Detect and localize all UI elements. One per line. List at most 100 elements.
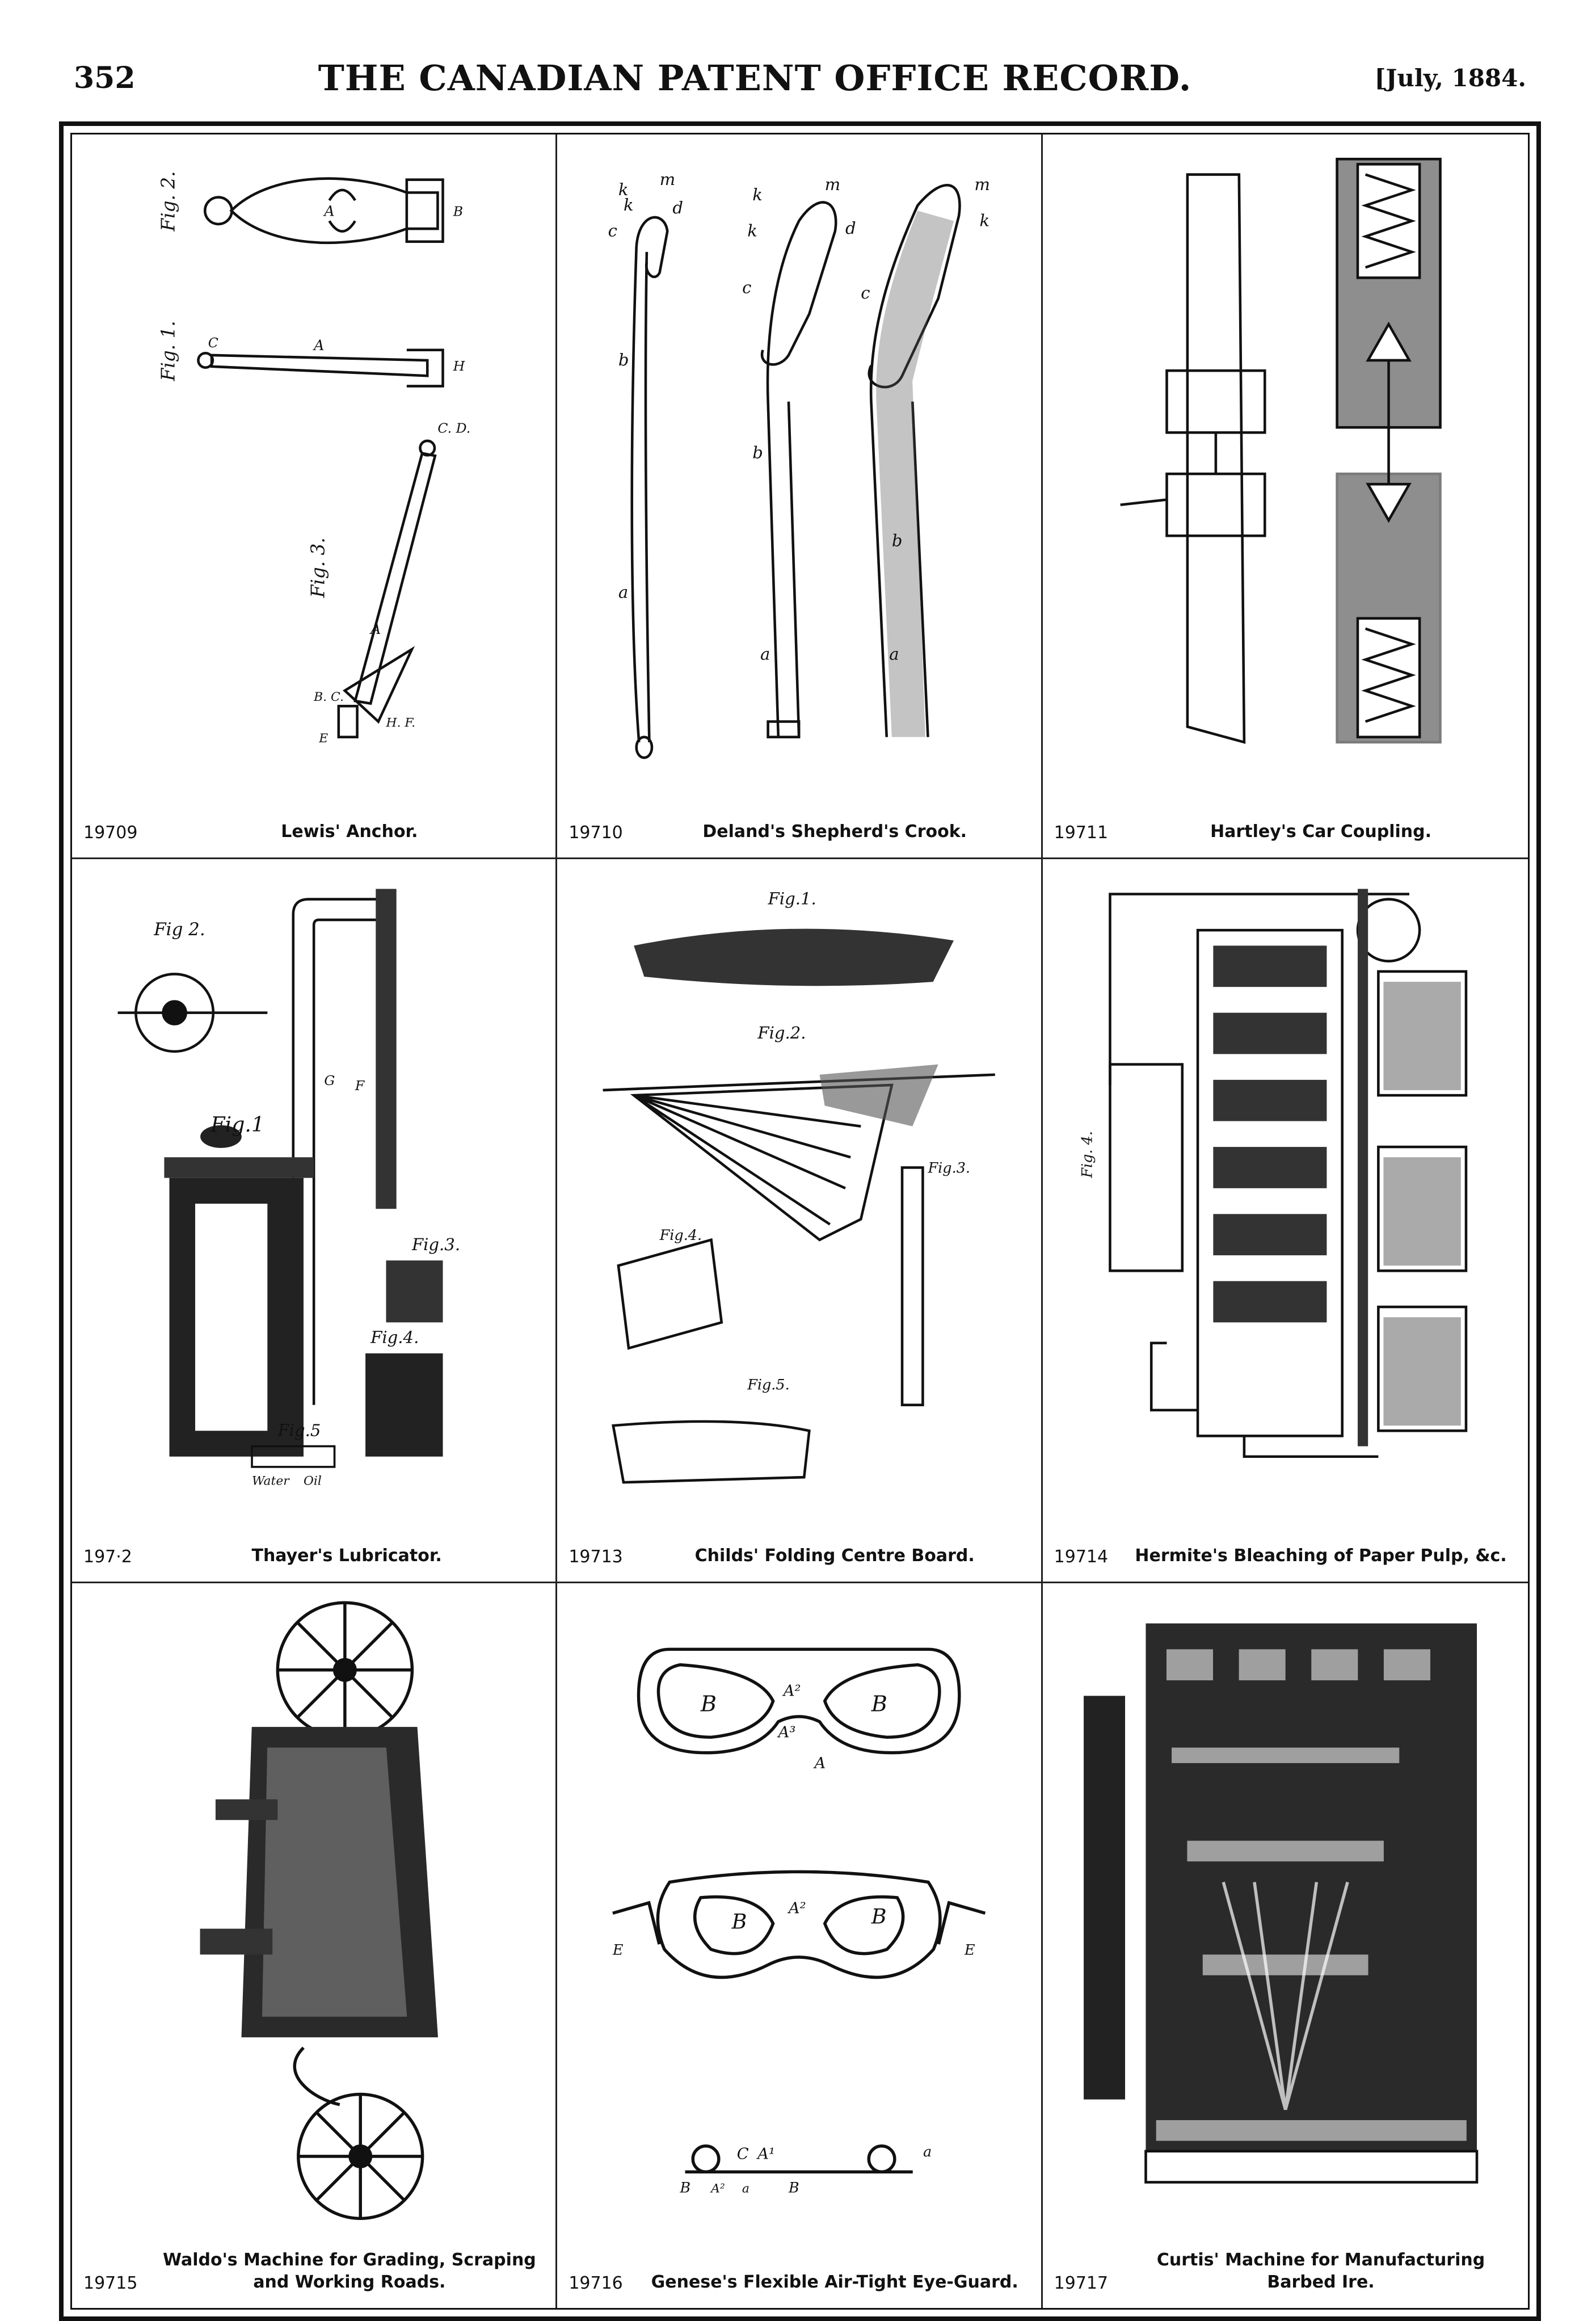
patent-cell-19710: k m k d c b a k m k d c b a m k c <box>557 134 1043 859</box>
drawing-label: Fig.3. <box>411 1235 460 1254</box>
drawing-label: b <box>618 350 629 369</box>
drawing-eye-guard: B B A² A³ A B B A² E E C A¹ a B A² a B <box>566 1592 1031 2234</box>
drawing-label: Fig.3. <box>928 1159 970 1176</box>
drawing-label: k <box>753 185 763 204</box>
drawing-label: Oil <box>304 1474 322 1488</box>
drawing-centre-board: Fig.1. Fig.2. Fig.3. Fig.4. Fig.5. <box>566 868 1031 1508</box>
drawing-label: B <box>871 1692 887 1717</box>
patent-number: 19716 <box>569 2273 623 2293</box>
part-label: B <box>453 203 463 219</box>
drawing-label: Fig. 4. <box>1079 1131 1096 1179</box>
drawing-label: Fig.2. <box>757 1023 806 1042</box>
drawing-label: A² <box>787 1900 806 1918</box>
patent-cell-19714: Fig. 4. 19714 Hermite's Bleaching of Pap… <box>1042 859 1528 1584</box>
caption: 19714 Hermite's Bleaching of Paper Pulp,… <box>1054 1545 1517 1567</box>
drawing-label: Water <box>252 1474 290 1488</box>
fig-label: Fig. 1. <box>158 321 179 381</box>
caption: 19716 Genese's Flexible Air-Tight Eye-Gu… <box>569 2271 1029 2293</box>
drawing-label: Fig.1 <box>210 1112 264 1136</box>
patent-number: 19709 <box>83 822 138 843</box>
patent-title: Waldo's Machine for Grading, Scraping an… <box>162 2249 536 2292</box>
drawing-label: k <box>748 221 758 241</box>
drawing-label: d <box>845 218 856 238</box>
drawing-label: a <box>618 582 628 602</box>
part-label: A <box>313 337 324 354</box>
car-coupling-illustration <box>1120 158 1442 744</box>
patent-cell-19716: B B A² A³ A B B A² E E C A¹ a B A² a B <box>557 1583 1043 2308</box>
eye-guard-illustration: B B A² A³ A B B A² E E C A¹ a B A² a B <box>612 1647 986 2197</box>
drawing-label: B <box>871 1904 887 1929</box>
patent-title: Childs' Folding Centre Board. <box>694 1546 975 1566</box>
drawing-label: Fig.5 <box>277 1420 321 1440</box>
drawing-label: E <box>964 1942 975 1959</box>
part-label: A <box>369 621 381 638</box>
drawing-label: d <box>673 198 684 217</box>
road-machine-illustration <box>200 1601 439 2221</box>
patent-number: 19717 <box>1054 2273 1109 2293</box>
lewis-anchor-illustration: Fig. 2. Fig. 1. Fig. 3. A A A C C. D. B … <box>158 171 471 746</box>
patent-cell-19715: 19715 Waldo's Machine for Grading, Scrap… <box>72 1583 558 2308</box>
patent-number: 19715 <box>83 2273 138 2293</box>
journal-title: THE CANADIAN PATENT OFFICE RECORD. <box>318 57 1192 99</box>
fig-label: Fig. 3. <box>307 537 329 598</box>
patent-title: Genese's Flexible Air-Tight Eye-Guard. <box>651 2272 1018 2292</box>
fig-label: Fig. 2. <box>158 171 179 232</box>
drawing-label: b <box>753 443 764 462</box>
patent-grid: Fig. 2. Fig. 1. Fig. 3. A A A C C. D. B … <box>70 133 1530 2310</box>
drawing-label: B <box>731 1910 747 1934</box>
plate-frame: Fig. 2. Fig. 1. Fig. 3. A A A C C. D. B … <box>59 121 1541 2321</box>
drawing-label: k <box>618 180 629 199</box>
caption: 19717 Curtis' Machine for Manufacturing … <box>1054 2249 1517 2293</box>
part-label: A <box>323 203 334 220</box>
drawing-label: a <box>742 2182 749 2196</box>
patent-cell-19711: 19711 Hartley's Car Coupling. <box>1042 134 1528 859</box>
patent-cell-19712: Fig 2. Fig.1 Fig.3. Fig.4. Fig.5 Water O… <box>72 859 558 1584</box>
drawing-label: A² <box>710 2182 725 2196</box>
patent-number: 197·2 <box>83 1547 132 1567</box>
part-label: H <box>453 358 465 374</box>
drawing-label: k <box>624 195 634 215</box>
part-label: H. F. <box>385 716 415 730</box>
drawing-label: a <box>923 2143 932 2160</box>
page-header: 352 THE CANADIAN PATENT OFFICE RECORD. [… <box>74 52 1526 103</box>
drawing-label: c <box>608 221 617 241</box>
patent-title: Hartley's Car Coupling. <box>1210 821 1431 842</box>
patent-cell-19717: 19717 Curtis' Machine for Manufacturing … <box>1043 1583 1528 2308</box>
drawing-label: B <box>788 2180 799 2197</box>
patent-number: 19711 <box>1054 822 1109 843</box>
drawing-label: B <box>680 2180 691 2197</box>
patent-cell-19709: Fig. 2. Fig. 1. Fig. 3. A A A C C. D. B … <box>72 134 558 859</box>
part-label: C <box>208 335 218 351</box>
drawing-label: F <box>355 1078 365 1094</box>
drawing-label: b <box>892 531 903 550</box>
drawing-lubricator: Fig 2. Fig.1 Fig.3. Fig.4. Fig.5 Water O… <box>81 868 546 1508</box>
patent-cell-19713: Fig.1. Fig.2. Fig.3. Fig.4. Fig.5. 19713… <box>557 859 1043 1584</box>
drawing-lewis-anchor: Fig. 2. Fig. 1. Fig. 3. A A A C C. D. B … <box>81 144 546 784</box>
drawing-label: Fig.4. <box>370 1327 419 1347</box>
drawing-label: m <box>975 175 991 194</box>
barbed-wire-machine-illustration <box>1083 1624 1478 2184</box>
patent-title: Deland's Shepherd's Crook. <box>702 821 967 842</box>
caption: 19711 Hartley's Car Coupling. <box>1054 821 1517 843</box>
drawing-bleaching: Fig. 4. <box>1052 868 1519 1508</box>
drawing-label: Fig.1. <box>768 889 816 908</box>
caption: 19713 Childs' Folding Centre Board. <box>569 1545 1029 1567</box>
caption: 19709 Lewis' Anchor. <box>83 821 544 843</box>
drawing-road-machine <box>81 1592 546 2234</box>
patent-title: Hermite's Bleaching of Paper Pulp, &c. <box>1135 1546 1507 1566</box>
drawing-label: a <box>890 644 899 663</box>
drawing-label: A <box>813 1755 826 1772</box>
drawing-label: B <box>700 1692 717 1717</box>
drawing-label: A¹ <box>756 2146 776 2163</box>
drawing-label: c <box>861 283 870 302</box>
caption: 19710 Deland's Shepherd's Crook. <box>569 821 1029 843</box>
drawing-label: Fig.4. <box>659 1226 702 1243</box>
part-label: E <box>318 731 328 746</box>
drawing-label: k <box>980 211 990 230</box>
drawing-label: G <box>324 1073 335 1088</box>
patent-title: Thayer's Lubricator. <box>251 1546 442 1566</box>
patent-number: 19713 <box>569 1547 623 1567</box>
drawing-label: c <box>742 278 751 297</box>
patent-number: 19710 <box>569 822 623 843</box>
drawing-label: Fig 2. <box>153 919 205 940</box>
